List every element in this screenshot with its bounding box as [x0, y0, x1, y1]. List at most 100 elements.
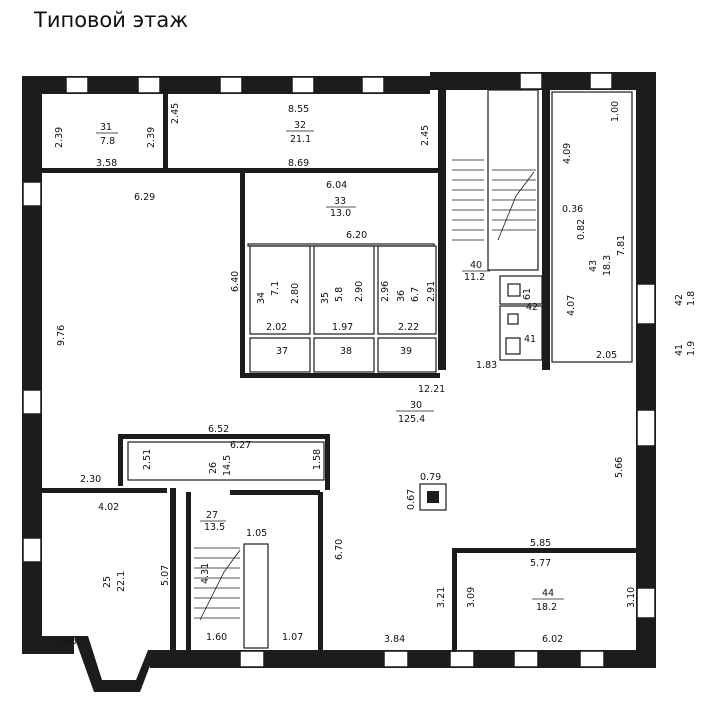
dim-label: 5.77	[530, 558, 551, 569]
room-61-label: 61	[522, 288, 533, 300]
room-34-label: 34 7.1	[256, 281, 281, 304]
dimension-labels: 8.55 2.45 2.45 2.39 2.39 3.58 8.69 6.29 …	[54, 101, 637, 647]
room-36-label: 36 6.7	[396, 287, 421, 302]
dim-label: 6.40	[230, 271, 241, 292]
dim-label: 1.83	[476, 360, 497, 371]
dim-label: 1.60	[206, 632, 227, 643]
room-area: 18.2	[536, 602, 557, 613]
dim-label: 1.00	[610, 101, 621, 122]
dim-label: 2.22	[398, 322, 419, 333]
room-35-label: 35 5.8	[320, 287, 345, 304]
dim-label: 2.39	[146, 127, 157, 148]
room-number: 36	[396, 290, 407, 302]
room-25-label: 25 22.1	[102, 571, 127, 592]
dim-label: 8.55	[288, 104, 309, 115]
room-number: 35	[320, 292, 331, 304]
dim-label: 12.21	[418, 384, 445, 395]
dim-label: 3.10	[626, 587, 637, 608]
room-area: 1.8	[686, 291, 697, 306]
dim-label: 0.79	[420, 472, 441, 483]
room-26-label: 26 14.5	[208, 455, 233, 476]
room-number: 32	[294, 120, 306, 131]
dim-label: 6.04	[326, 180, 347, 191]
room-number: 25	[102, 576, 113, 588]
dim-label: 2.80	[290, 283, 301, 304]
room-area: 125.4	[398, 414, 425, 425]
room-area: 22.1	[116, 571, 127, 592]
dim-label: 1.07	[282, 632, 303, 643]
dim-label: 4.07	[566, 295, 577, 316]
room-area: 21.1	[290, 134, 311, 145]
room-41-side-label: 41 1.9	[674, 341, 697, 356]
room-area: 7.8	[100, 136, 115, 147]
room-number: 43	[588, 260, 599, 272]
dim-label: 5.66	[614, 457, 625, 478]
room-41-small-label: 41	[524, 334, 536, 345]
dim-label: 2.91	[426, 281, 437, 302]
room-number: 41	[674, 344, 685, 356]
dim-label: 5.85	[530, 538, 551, 549]
room-number: 33	[334, 196, 346, 207]
dim-label: 4.09	[562, 143, 573, 164]
room-number: 26	[208, 462, 219, 474]
dim-label: 6.27	[230, 440, 251, 451]
room-area: 11.2	[464, 272, 485, 283]
dim-label: 8.69	[288, 158, 309, 169]
room-number: 42	[674, 294, 685, 306]
dim-label: 2.45	[170, 103, 181, 124]
room-area: 1.9	[686, 341, 697, 356]
room-number: 27	[206, 510, 218, 521]
dim-label: 3.21	[436, 587, 447, 608]
room-38-label: 38	[340, 346, 352, 357]
room-area: 6.7	[410, 287, 421, 302]
room-labels: 31 7.8 32 21.1 33 13.0 34 7.1 35 5.8 36 …	[96, 120, 697, 613]
dim-label: 3.84	[384, 634, 405, 645]
dim-label: 0.67	[406, 489, 417, 510]
room-30-label: 30 125.4	[396, 400, 434, 425]
dim-label: 2.90	[354, 281, 365, 302]
dim-label: 4.02	[98, 502, 119, 513]
dim-label: 2.96	[380, 281, 391, 302]
room-area: 13.0	[330, 208, 351, 219]
room-40-label: 40 11.2	[462, 260, 490, 283]
windows	[22, 72, 656, 668]
room-area: 18.3	[602, 255, 613, 276]
dim-label: 1.05	[246, 528, 267, 539]
partitions	[42, 89, 640, 652]
dim-label: 2.05	[596, 350, 617, 361]
dim-label: 2.51	[142, 449, 153, 470]
room-number: 31	[100, 122, 112, 133]
room-number: 30	[410, 400, 422, 411]
room-area: 13.5	[204, 522, 225, 533]
room-42-small-label: 42	[526, 302, 538, 313]
dim-label: 6.52	[208, 424, 229, 435]
dim-label: 2.02	[266, 322, 287, 333]
dim-label: 1.58	[312, 449, 323, 470]
room-33-label: 33 13.0	[326, 196, 356, 219]
dim-label: 3.58	[96, 158, 117, 169]
room-number: 40	[470, 260, 482, 271]
plan-title: Типовой этаж	[34, 8, 189, 32]
room-39-label: 39	[400, 346, 412, 357]
stairs	[194, 159, 536, 621]
dim-label: 6.29	[134, 192, 155, 203]
room-area: 14.5	[222, 455, 233, 476]
room-32-label: 32 21.1	[286, 120, 314, 145]
dim-label: 0.82	[576, 219, 587, 240]
room-44-label: 44 18.2	[532, 588, 564, 613]
dim-label: 6.02	[542, 634, 563, 645]
room-number: 44	[542, 588, 554, 599]
room-42-side-label: 42 1.8	[674, 291, 697, 306]
dim-label: 5.07	[160, 565, 171, 586]
room-43-label: 43 18.3	[588, 255, 613, 276]
room-area: 7.1	[270, 281, 281, 296]
dim-label: 0.36	[562, 204, 583, 215]
dim-label: 2.30	[80, 474, 101, 485]
room-number: 34	[256, 292, 267, 304]
dim-label: 6.20	[346, 230, 367, 241]
dim-label: 2.39	[54, 127, 65, 148]
dim-label: 9.76	[56, 325, 67, 346]
dim-label: 3.09	[466, 587, 477, 608]
room-area: 5.8	[334, 287, 345, 302]
